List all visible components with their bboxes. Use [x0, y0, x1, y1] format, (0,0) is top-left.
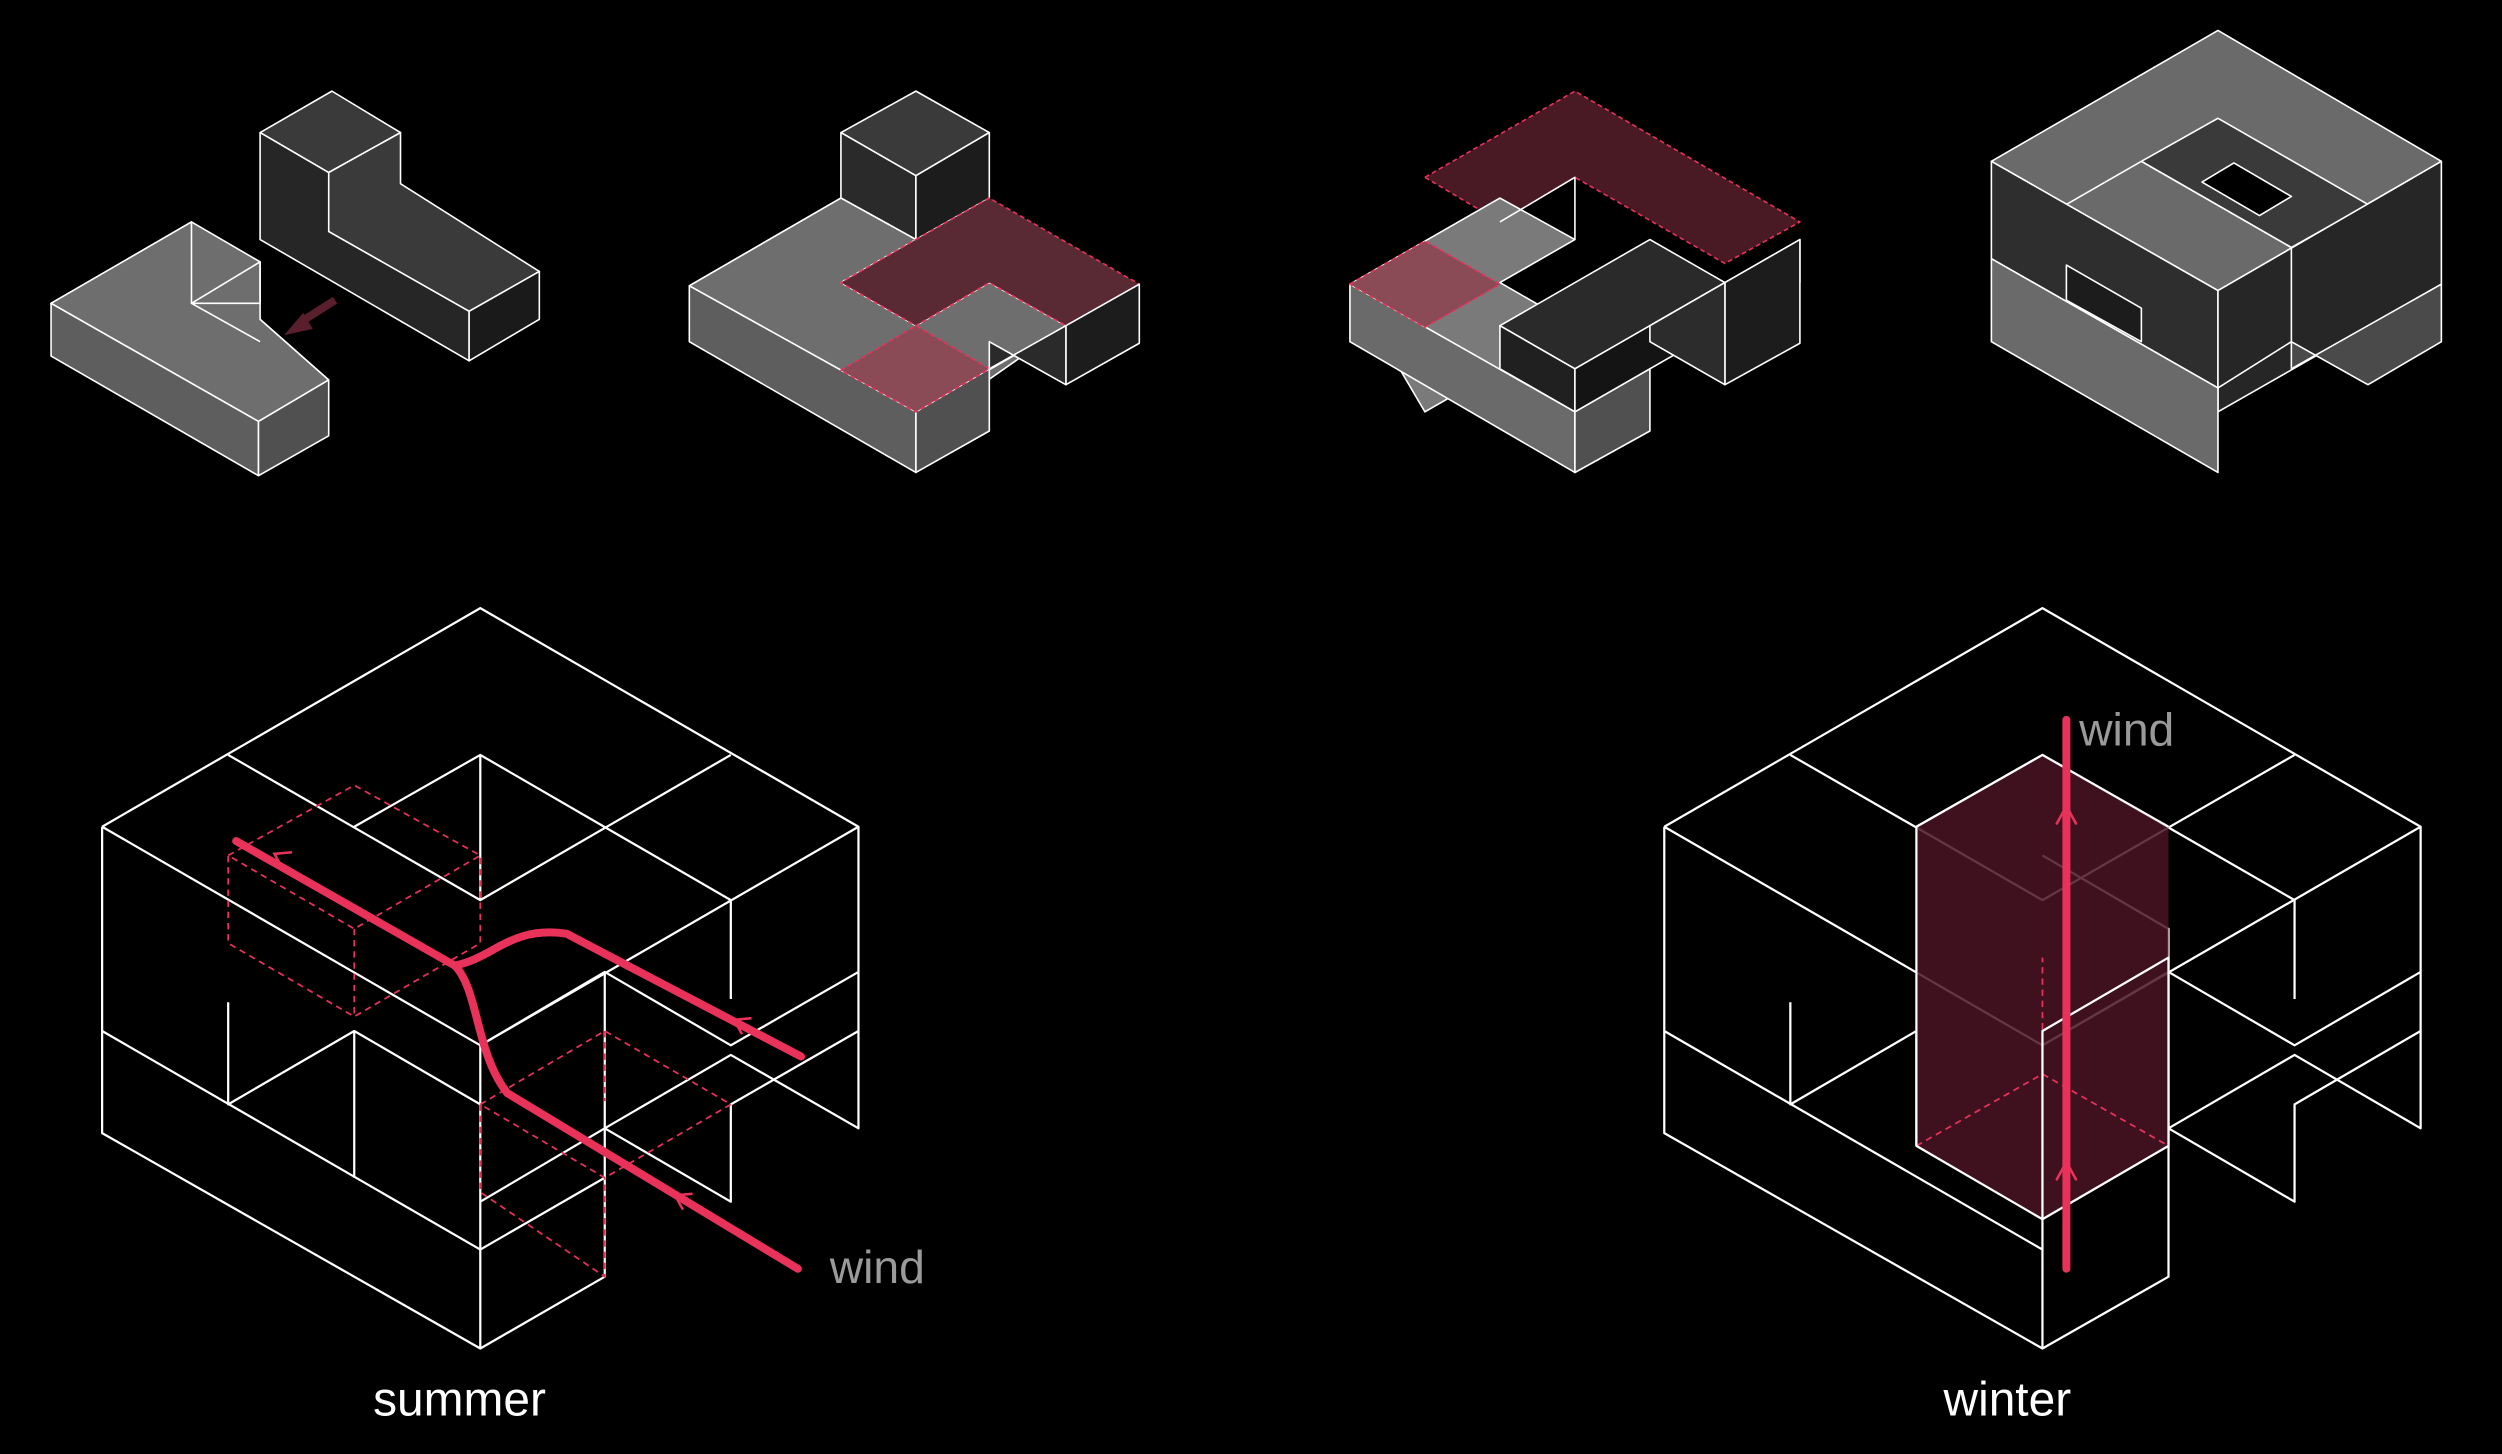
- winter-shaft-front: [1916, 754, 2169, 1220]
- dark-upper-left: [1649, 281, 1726, 386]
- final-right-lower: [2290, 283, 2443, 386]
- light-block-right: [257, 379, 330, 477]
- step-4-final-volume: [1990, 29, 2443, 474]
- winter-wind-path: [2055, 715, 2078, 1273]
- summer-outline: [101, 607, 860, 1350]
- final-edges: [2065, 160, 2293, 389]
- final-left-lower: [1990, 257, 2219, 474]
- winter-shaft: [1915, 753, 2170, 1221]
- winter-edge-9: [2167, 1030, 2422, 1130]
- lower-tint: [1349, 240, 1501, 329]
- dark-upper-right: [1724, 238, 1801, 386]
- bridge-front-tint: [840, 324, 991, 413]
- step-1-separate-volumes: [50, 90, 541, 477]
- summer-edge-5: [353, 753, 732, 1000]
- winter-label: winter: [1943, 1374, 2072, 1427]
- move-arrowhead: [284, 312, 313, 336]
- upper-plane-tint: [1424, 90, 1801, 265]
- winter-arrow-1: [2055, 803, 2078, 825]
- wind-label-summer: wind: [829, 1241, 925, 1293]
- winter-edge-3: [1663, 1030, 2044, 1251]
- summer-arrow-1: [272, 850, 293, 869]
- bridge-left: [988, 324, 1067, 386]
- summer-label: summer: [373, 1374, 546, 1427]
- final-notch: [2065, 264, 2143, 343]
- summer-arrow-2: [731, 1016, 752, 1035]
- summer-wind-path: [232, 837, 806, 1273]
- winter-outline: [1663, 607, 2422, 1350]
- summer-wind-arrows: [272, 850, 752, 1211]
- wind-label-winter: wind: [2078, 703, 2174, 755]
- winter-shaft-top: [1915, 753, 2170, 828]
- summer-edge-9: [227, 1002, 481, 1106]
- summer-dashed-voids: [227, 784, 733, 1279]
- step-3-interlock: [1349, 90, 1801, 474]
- summer-arrow-3: [672, 1192, 693, 1211]
- summer-wind-lower: [450, 961, 802, 1273]
- step-2-stack: [688, 90, 1141, 474]
- winter-arrow-2: [2055, 1159, 2078, 1181]
- winter-edge-8: [1789, 1002, 1917, 1106]
- light-block-notch-b: [259, 318, 330, 381]
- light-block-notch: [190, 261, 261, 343]
- summer-wind-upper: [232, 837, 806, 1061]
- bridge-top-tint: [840, 197, 1141, 327]
- winter-shaft-edges: [1915, 826, 2170, 1221]
- summer-void-lower: [479, 1029, 733, 1279]
- inner-edges: [1499, 176, 1576, 240]
- final-courtyard-inner: [2201, 162, 2293, 217]
- summer-void-upper: [227, 784, 483, 1018]
- summer-edge-11: [604, 1030, 860, 1130]
- summer-edge-8: [479, 970, 860, 1047]
- summer-edge-7: [479, 971, 606, 1203]
- dark-block-right: [468, 270, 541, 362]
